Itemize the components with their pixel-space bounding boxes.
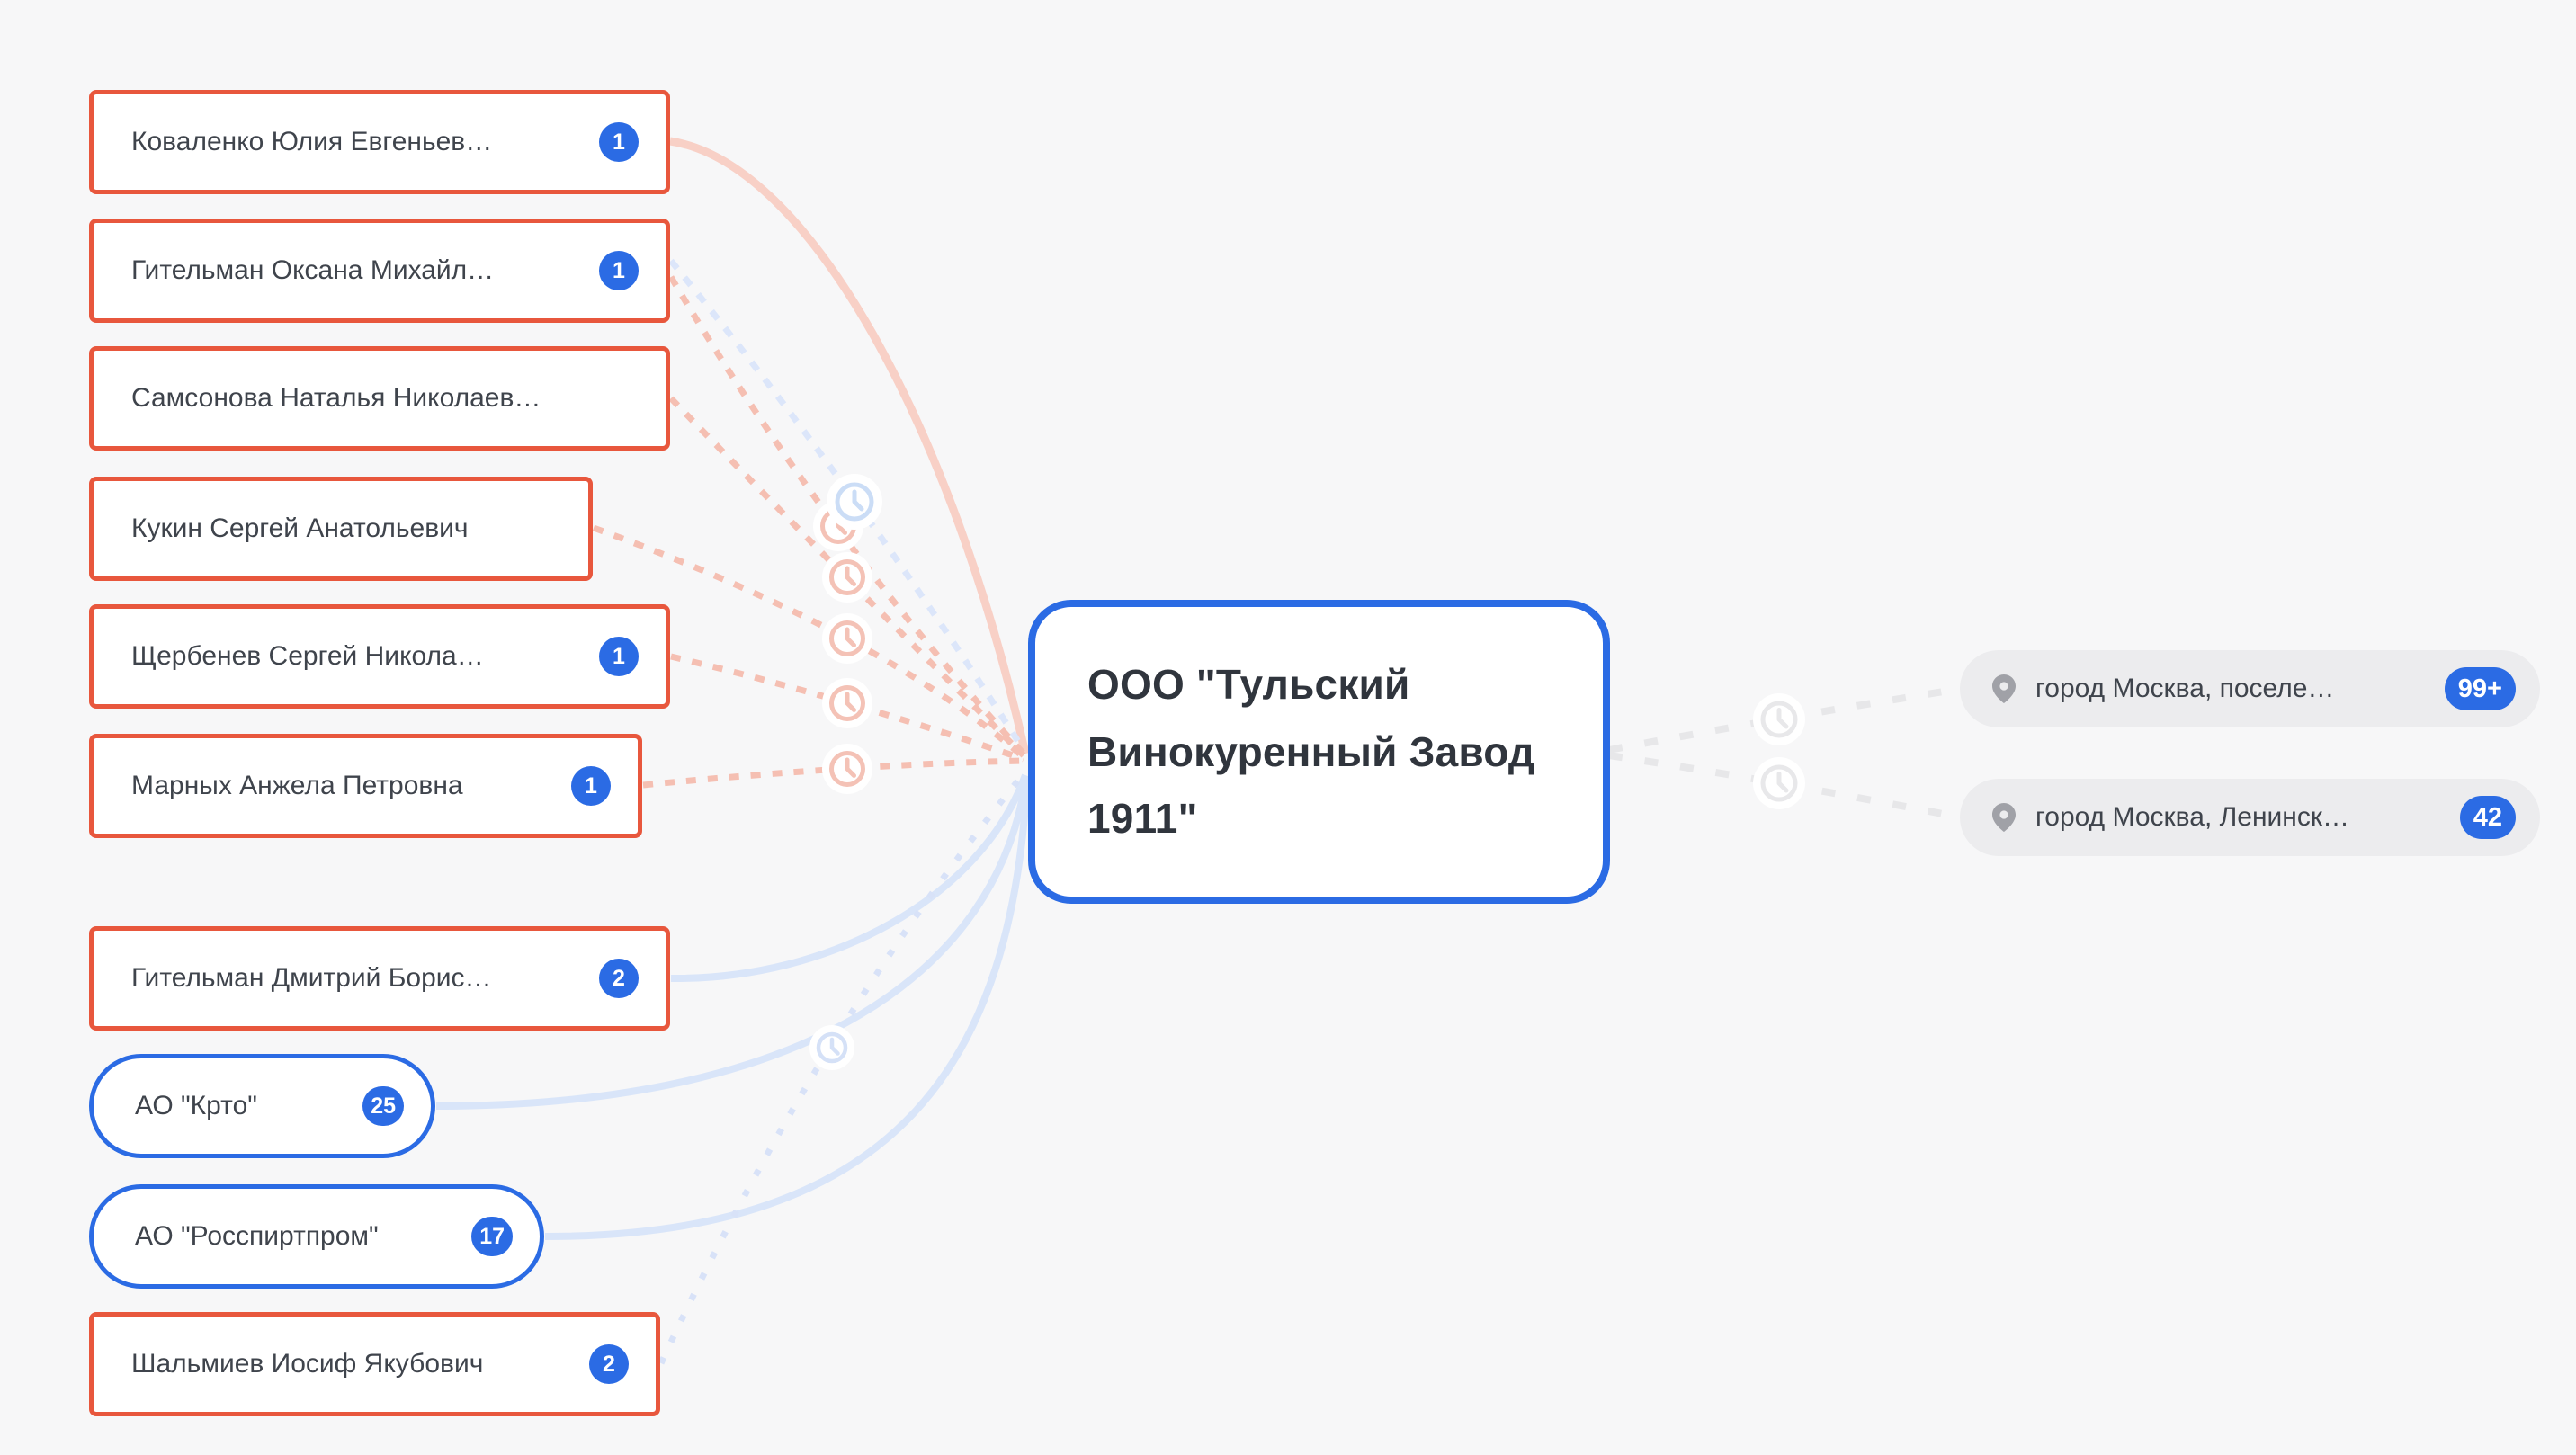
edge-location-2-dashed	[1608, 752, 1962, 821]
node-label: Шальмиев Иосиф Якубович	[131, 1349, 484, 1379]
node-kovalenko-yulia[interactable]: Коваленко Юлия Евгеньев… 1	[89, 90, 670, 194]
count-badge: 2	[589, 1344, 629, 1384]
count-badge: 1	[599, 637, 639, 676]
node-central-company[interactable]: ООО "Тульский Винокуренный Завод 1911"	[1028, 600, 1610, 904]
count-badge: 17	[471, 1217, 513, 1256]
count-badge: 42	[2459, 796, 2516, 839]
node-ao-rosspirtprom[interactable]: АО "Росспиртпром" 17	[89, 1184, 544, 1289]
clock-icon[interactable]	[809, 1025, 854, 1070]
node-location-2[interactable]: город Москва, Ленинск… 42	[1960, 779, 2540, 856]
node-location-1[interactable]: город Москва, поселе… 99+	[1960, 650, 2540, 728]
clock-icon[interactable]	[1753, 693, 1805, 745]
node-label: Коваленко Юлия Евгеньев…	[131, 127, 493, 156]
node-label: Самсонова Наталья Николаев…	[131, 383, 541, 413]
clock-icon[interactable]	[822, 678, 872, 728]
location-pin-icon	[1992, 674, 2016, 703]
count-badge: 1	[599, 122, 639, 162]
edge-rosspirtprom-solid	[544, 778, 1031, 1240]
edge-kovalenko-solid	[669, 137, 1030, 754]
edge-gitelman-dmitriy-solid	[670, 773, 1029, 983]
node-shcherbenev-sergey[interactable]: Щербенев Сергей Никола… 1	[89, 604, 670, 709]
node-label: АО "Росспиртпром"	[135, 1221, 379, 1251]
node-kukin-sergey[interactable]: Кукин Сергей Анатольевич	[89, 477, 593, 581]
edge-kukin-dashed	[592, 524, 1026, 760]
location-label: город Москва, поселе…	[2035, 674, 2335, 703]
node-shalmiev-iosif[interactable]: Шальмиев Иосиф Якубович 2	[89, 1312, 660, 1416]
edge-krto-solid	[435, 776, 1030, 1110]
count-badge: 25	[362, 1086, 404, 1126]
clock-icon[interactable]	[822, 613, 872, 664]
clock-icon[interactable]	[822, 552, 872, 603]
node-label: Кукин Сергей Анатольевич	[131, 513, 469, 543]
count-badge: 2	[599, 959, 639, 998]
node-marnykh-anzhela[interactable]: Марных Анжела Петровна 1	[89, 734, 642, 838]
clock-icon[interactable]	[1753, 757, 1805, 809]
node-label: Щербенев Сергей Никола…	[131, 641, 484, 671]
edge-location-1-dashed	[1608, 685, 1962, 754]
node-ao-krto[interactable]: АО "Крто" 25	[89, 1054, 435, 1158]
node-gitelman-dmitriy[interactable]: Гительман Дмитрий Борис… 2	[89, 926, 670, 1031]
node-gitelman-oksana[interactable]: Гительман Оксана Михайл… 1	[89, 219, 670, 323]
clock-icon[interactable]	[822, 744, 872, 794]
node-label: Марных Анжела Петровна	[131, 771, 463, 800]
node-samsonova-natalya[interactable]: Самсонова Наталья Николаев…	[89, 346, 670, 451]
central-company-title: ООО "Тульский Винокуренный Завод 1911"	[1087, 661, 1535, 843]
count-badge: 1	[571, 766, 611, 806]
node-label: Гительман Оксана Михайл…	[131, 255, 495, 285]
node-label: Гительман Дмитрий Борис…	[131, 963, 492, 993]
count-badge: 99+	[2444, 667, 2516, 710]
node-label: АО "Крто"	[135, 1091, 257, 1120]
clock-icon[interactable]	[827, 474, 882, 530]
count-badge: 1	[599, 251, 639, 290]
location-label: город Москва, Ленинск…	[2035, 802, 2349, 832]
location-pin-icon	[1992, 803, 2016, 832]
edge-samsonova-dashed	[668, 396, 1026, 758]
